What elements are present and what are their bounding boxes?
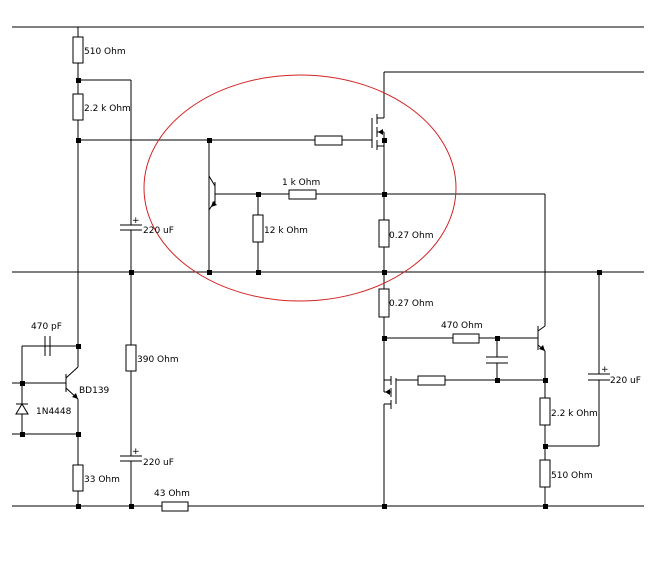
driver-transistor-arrow xyxy=(539,345,545,351)
label-plus-c-right: + xyxy=(601,365,609,375)
label-r027-bot: 0.27 Ohm xyxy=(389,299,433,309)
label-r510-top: 510 Ohm xyxy=(84,47,126,57)
resistor-510-top xyxy=(72,36,84,64)
resistor-470 xyxy=(452,333,480,344)
label-r510-bot: 510 Ohm xyxy=(551,471,593,481)
label-r390: 390 Ohm xyxy=(137,355,179,365)
label-r2k2-bot: 2.2 k Ohm xyxy=(551,409,598,419)
lower-output-stage xyxy=(378,272,610,506)
resistor-390 xyxy=(125,344,137,372)
resistor-2k2-bot xyxy=(539,397,551,426)
left-bias-network xyxy=(72,27,315,506)
resistor-2k2-top xyxy=(72,93,84,121)
resistor-027-top xyxy=(378,219,390,248)
label-plus-c-bot: + xyxy=(132,447,140,457)
sense-transistor-collector xyxy=(208,175,216,187)
label-r12k: 12 k Ohm xyxy=(264,226,308,236)
junction-dots xyxy=(20,78,602,509)
resistor-33 xyxy=(72,464,84,492)
driver-transistor-collector xyxy=(537,325,546,332)
resistor-lower-gate xyxy=(417,375,446,386)
resistor-1k xyxy=(288,189,317,200)
bd139-collector xyxy=(65,366,79,379)
label-c470pf: 470 pF xyxy=(31,322,62,332)
resistor-gate xyxy=(314,135,343,146)
bd139-emitter-arrow xyxy=(72,393,78,399)
label-r027-top: 0.27 Ohm xyxy=(389,231,433,241)
label-bd139: BD139 xyxy=(79,386,110,396)
label-plus-c-top: + xyxy=(132,216,140,226)
resistor-43 xyxy=(161,501,189,512)
label-c220-left-top: 220 uF xyxy=(143,226,174,236)
label-r33: 33 Ohm xyxy=(84,475,120,485)
label-r2k2-top: 2.2 k Ohm xyxy=(84,104,131,114)
upper-output-stage xyxy=(208,71,644,326)
label-r470: 470 Ohm xyxy=(441,321,483,331)
label-c220-right: 220 uF xyxy=(610,376,641,386)
rails xyxy=(12,26,644,507)
diode-1n4448 xyxy=(15,403,29,415)
mosfet-lower-arrow xyxy=(385,389,390,395)
resistor-027-bot xyxy=(378,288,390,318)
component-labels: 510 Ohm 2.2 k Ohm + 220 uF 1 k Ohm 12 k … xyxy=(31,47,641,499)
label-c220-left-bot: 220 uF xyxy=(143,458,174,468)
resistor-12k xyxy=(252,214,264,243)
mosfet-upper-arrow xyxy=(378,129,383,135)
label-diode: 1N4448 xyxy=(36,407,72,417)
highlight-ellipse xyxy=(143,74,457,302)
label-r43: 43 Ohm xyxy=(154,489,190,499)
resistor-510-bot xyxy=(539,459,551,488)
label-r1k: 1 k Ohm xyxy=(282,178,320,188)
sense-transistor-arrow xyxy=(211,201,217,207)
